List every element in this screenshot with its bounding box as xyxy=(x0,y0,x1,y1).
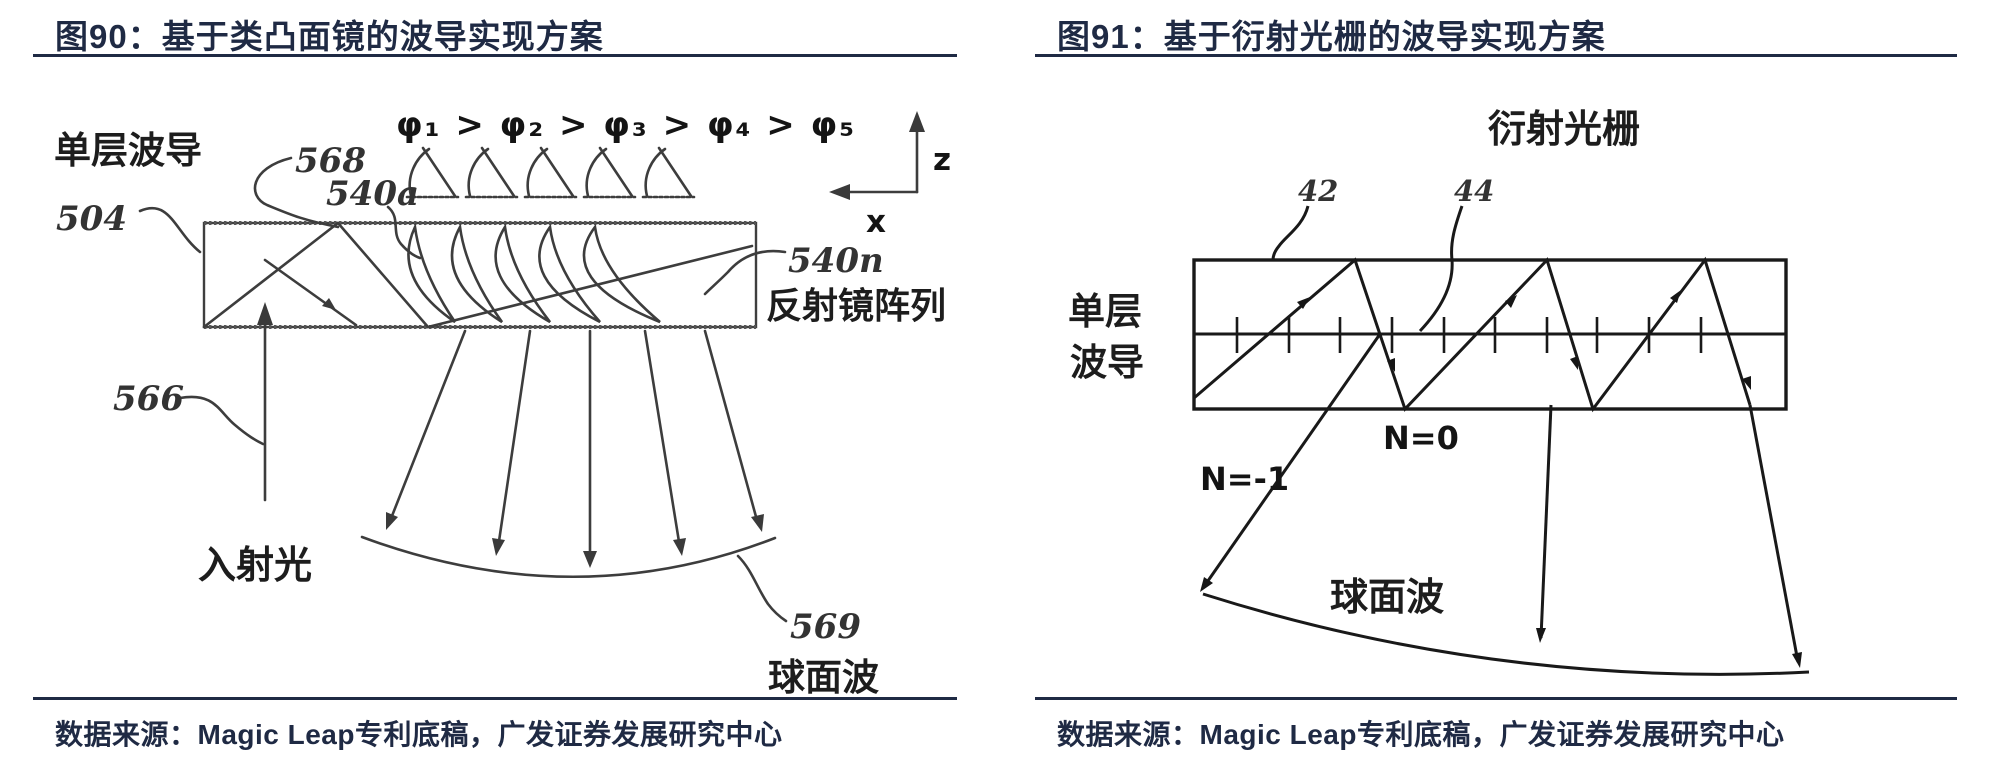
fig90-diagram: φ₁ > φ₂ > φ₃ > φ₄ > φ₅ xyxy=(54,105,951,698)
waveguide-slab xyxy=(1192,258,1788,411)
spherical-wave-label: 球面波 xyxy=(1330,577,1444,619)
fig91-source: 数据来源：Magic Leap专利底稿，广发证券发展研究中心 xyxy=(1035,697,1957,767)
mirror-icon xyxy=(464,146,519,199)
ref-540a: 540a xyxy=(326,174,419,214)
input-coupler-rays xyxy=(202,221,754,329)
leader-lines xyxy=(1271,205,1464,333)
waveguide-slab xyxy=(202,221,758,329)
fig91-diagram: 衍射光栅 42 44 单层 波导 N=0 N=-1 球面波 xyxy=(1068,109,1810,676)
wavefront-arc xyxy=(360,535,777,578)
ref-42: 42 xyxy=(1298,174,1338,208)
ref-566: 566 xyxy=(113,379,184,419)
waveguide-label: 单层波导 xyxy=(54,130,202,172)
phi-relation-label: φ₁ > φ₂ > φ₃ > φ₄ > φ₅ xyxy=(396,105,856,145)
ref-504: 504 xyxy=(56,199,127,239)
mirror-icon xyxy=(582,146,637,199)
fig91-title: 图91：基于衍射光栅的波导实现方案 xyxy=(1035,0,1957,57)
ref-540n: 540n xyxy=(788,241,884,281)
fig90-source: 数据来源：Magic Leap专利底稿，广发证券发展研究中心 xyxy=(33,697,957,767)
curved-mirror-array xyxy=(407,222,661,324)
ref-568: 568 xyxy=(295,141,366,181)
mirror-icon xyxy=(641,146,696,199)
waveguide-label-line2: 波导 xyxy=(1070,342,1144,384)
mirror-array-label: 反射镜阵列 xyxy=(766,286,946,326)
order-minus1-label: N=-1 xyxy=(1200,460,1289,498)
mirror-icons xyxy=(405,146,696,199)
incident-light-label: 入射光 xyxy=(198,545,312,587)
wavefront-arc xyxy=(1202,592,1810,676)
ref-44: 44 xyxy=(1454,174,1494,208)
waveguide-label-line1: 单层 xyxy=(1068,291,1142,333)
leader-lines xyxy=(138,156,788,623)
order-0-label: N=0 xyxy=(1383,419,1459,457)
axis-z-label: z xyxy=(933,142,951,178)
fig90-title: 图90：基于类凸面镜的波导实现方案 xyxy=(33,0,957,57)
incident-light-arrow xyxy=(257,302,273,502)
spherical-wave-label: 球面波 xyxy=(768,657,879,698)
grating-label: 衍射光栅 xyxy=(1488,109,1640,151)
axis-x-label: x xyxy=(866,204,886,240)
guided-zigzag-ray xyxy=(1193,256,1752,413)
ref-569: 569 xyxy=(790,607,861,647)
output-ray-fan xyxy=(386,329,764,568)
mirror-icon xyxy=(523,146,578,199)
xz-axes: z x xyxy=(829,111,951,240)
mirror-icon xyxy=(405,146,460,199)
diffracted-beams xyxy=(1200,333,1802,668)
